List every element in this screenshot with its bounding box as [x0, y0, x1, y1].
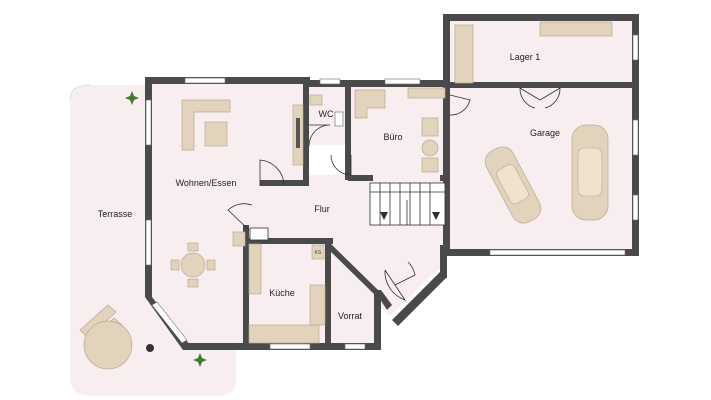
car-right	[571, 124, 609, 221]
fridge-label: KS	[315, 250, 322, 256]
staircase[interactable]	[369, 182, 446, 226]
doors	[227, 87, 561, 301]
room-label-wohnen: Wohnen/Essen	[176, 178, 237, 188]
plant-icon	[193, 353, 207, 367]
room-label-kueche: Küche	[269, 288, 295, 298]
windows	[145, 34, 639, 350]
room-label-vorrat: Vorrat	[338, 311, 363, 321]
room-label-terrasse: Terrasse	[98, 209, 133, 219]
room-label-lager: Lager 1	[510, 52, 541, 62]
room-label-wc: WC	[319, 109, 334, 119]
plant-icon	[125, 91, 139, 105]
car-left	[484, 146, 542, 224]
terrace-area	[69, 84, 236, 396]
furniture	[79, 21, 613, 370]
plants	[125, 91, 207, 367]
garage-cars	[484, 124, 609, 224]
room-label-buero: Büro	[383, 132, 402, 142]
room-label-garage: Garage	[530, 128, 560, 138]
room-label-flur: Flur	[314, 204, 330, 214]
